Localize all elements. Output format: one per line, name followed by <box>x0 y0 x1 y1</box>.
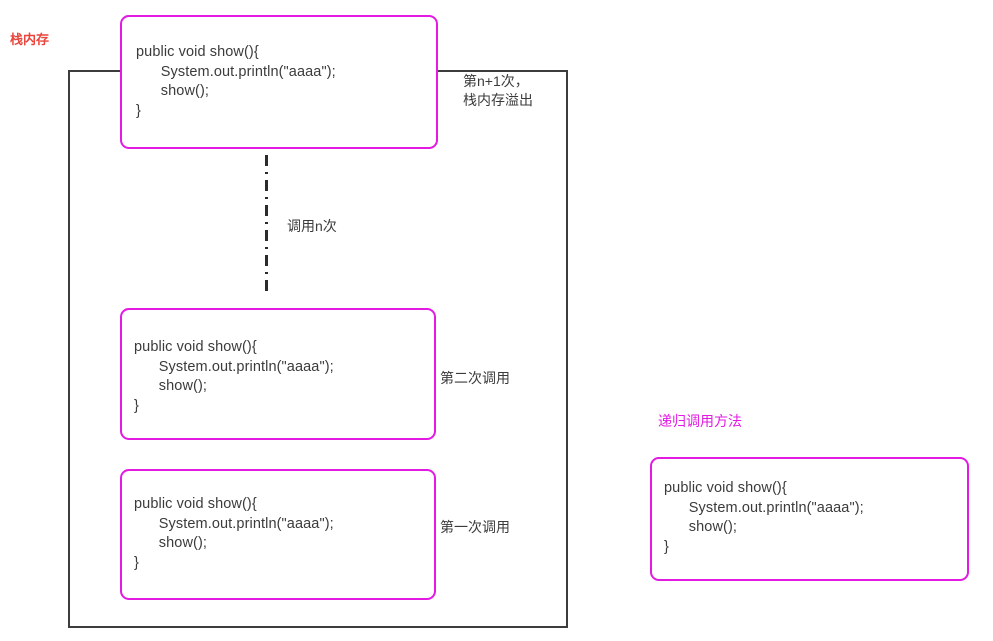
dash-dot-connector-icon <box>265 155 268 296</box>
stack-memory-label: 栈内存 <box>10 32 50 47</box>
stack-frame-second: public void show(){ System.out.println("… <box>120 308 436 440</box>
code-text-top: public void show(){ System.out.println("… <box>136 44 336 119</box>
stack-frame-top: public void show(){ System.out.println("… <box>120 15 438 149</box>
call-n-times-label: 调用n次 <box>287 218 337 234</box>
stack-frame-first: public void show(){ System.out.println("… <box>120 469 436 600</box>
recursive-method-title: 递归调用方法 <box>658 413 742 429</box>
second-call-annotation: 第二次调用 <box>440 370 510 386</box>
first-call-annotation: 第一次调用 <box>440 519 510 535</box>
stack-overflow-annotation: 第n+1次， 栈内存溢出 <box>463 73 533 108</box>
code-text-first: public void show(){ System.out.println("… <box>134 496 334 571</box>
recursive-method-box: public void show(){ System.out.println("… <box>650 457 969 581</box>
code-text-second: public void show(){ System.out.println("… <box>134 339 334 414</box>
code-text-recursive-method: public void show(){ System.out.println("… <box>664 480 864 555</box>
